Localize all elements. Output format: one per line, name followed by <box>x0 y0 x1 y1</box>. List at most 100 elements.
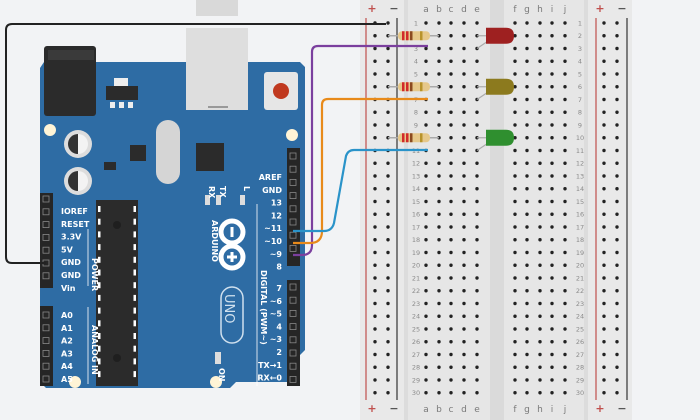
breadboard-hole[interactable] <box>550 72 554 76</box>
breadboard-hole[interactable] <box>563 314 567 318</box>
rail-hole[interactable] <box>602 250 606 255</box>
rail-hole[interactable] <box>602 148 606 153</box>
rail-hole[interactable] <box>386 238 390 242</box>
breadboard-hole[interactable] <box>513 327 517 331</box>
breadboard-hole[interactable] <box>538 161 542 165</box>
header-pin[interactable] <box>289 283 297 291</box>
breadboard-hole[interactable] <box>513 391 517 395</box>
breadboard-hole[interactable] <box>462 136 466 140</box>
breadboard-hole[interactable] <box>449 148 453 153</box>
breadboard-hole[interactable] <box>538 225 542 229</box>
digital-header-bottom[interactable] <box>287 280 300 386</box>
breadboard-hole[interactable] <box>525 123 529 127</box>
breadboard-hole[interactable] <box>538 340 542 344</box>
breadboard-hole[interactable] <box>475 238 479 242</box>
breadboard-hole[interactable] <box>449 340 453 344</box>
breadboard-hole[interactable] <box>424 276 428 280</box>
rail-hole[interactable] <box>602 289 606 293</box>
rail-hole[interactable] <box>602 85 606 89</box>
rail-hole[interactable] <box>386 365 390 369</box>
rail-hole[interactable] <box>615 187 619 191</box>
breadboard-hole[interactable] <box>449 21 453 25</box>
rail-hole[interactable] <box>386 123 390 127</box>
breadboard-hole[interactable] <box>550 212 554 216</box>
rail-hole[interactable] <box>615 199 619 204</box>
rail-hole[interactable] <box>386 161 390 165</box>
breadboard-hole[interactable] <box>538 263 542 267</box>
breadboard-hole[interactable] <box>513 34 517 38</box>
breadboard-hole[interactable] <box>563 46 567 51</box>
breadboard-hole[interactable] <box>563 97 567 102</box>
breadboard-hole[interactable] <box>513 225 517 229</box>
breadboard-hole[interactable] <box>424 238 428 242</box>
breadboard-hole[interactable] <box>525 148 529 153</box>
breadboard-hole[interactable] <box>550 161 554 165</box>
rail-hole[interactable] <box>373 340 377 344</box>
breadboard-hole[interactable] <box>449 161 453 165</box>
header-pin[interactable] <box>289 165 297 173</box>
header-pin[interactable] <box>42 272 50 280</box>
breadboard-hole[interactable] <box>449 136 453 140</box>
breadboard-hole[interactable] <box>449 391 453 395</box>
breadboard-hole[interactable] <box>538 72 542 76</box>
breadboard-hole[interactable] <box>462 391 466 395</box>
breadboard-hole[interactable] <box>424 21 428 25</box>
breadboard-hole[interactable] <box>424 174 428 178</box>
breadboard-hole[interactable] <box>550 352 554 357</box>
breadboard-hole[interactable] <box>449 378 453 382</box>
rail-hole[interactable] <box>386 59 390 63</box>
breadboard-hole[interactable] <box>475 378 479 382</box>
led-green[interactable] <box>476 129 514 151</box>
rail-hole[interactable] <box>602 174 606 178</box>
breadboard-hole[interactable] <box>437 97 441 102</box>
rail-hole[interactable] <box>602 123 606 127</box>
rail-hole[interactable] <box>373 199 377 204</box>
breadboard-hole[interactable] <box>437 110 441 114</box>
breadboard-hole[interactable] <box>437 378 441 382</box>
breadboard-hole[interactable] <box>462 365 466 369</box>
rail-hole[interactable] <box>373 59 377 63</box>
breadboard-hole[interactable] <box>513 199 517 204</box>
rail-hole[interactable] <box>615 21 619 25</box>
breadboard-hole[interactable] <box>437 263 441 267</box>
breadboard-hole[interactable] <box>475 327 479 331</box>
rail-hole[interactable] <box>373 46 377 51</box>
rail-hole[interactable] <box>615 365 619 369</box>
breadboard-hole[interactable] <box>424 314 428 318</box>
breadboard-hole[interactable] <box>513 85 517 89</box>
header-pin[interactable] <box>289 205 297 213</box>
rail-hole[interactable] <box>602 97 606 102</box>
breadboard-hole[interactable] <box>449 212 453 216</box>
breadboard-hole[interactable] <box>525 136 529 140</box>
rail-hole[interactable] <box>602 46 606 51</box>
breadboard-hole[interactable] <box>475 365 479 369</box>
breadboard-hole[interactable] <box>513 123 517 127</box>
breadboard-hole[interactable] <box>538 378 542 382</box>
breadboard-hole[interactable] <box>437 225 441 229</box>
breadboard-hole[interactable] <box>563 301 567 306</box>
breadboard-hole[interactable] <box>437 174 441 178</box>
ground-wire[interactable] <box>5 23 386 264</box>
breadboard-hole[interactable] <box>437 340 441 344</box>
header-pin[interactable] <box>289 309 297 317</box>
breadboard-hole[interactable] <box>538 97 542 102</box>
breadboard-hole[interactable] <box>462 161 466 165</box>
breadboard-hole[interactable] <box>563 72 567 76</box>
breadboard-hole[interactable] <box>424 301 428 306</box>
breadboard-hole[interactable] <box>563 110 567 114</box>
rail-hole[interactable] <box>602 301 606 306</box>
breadboard-hole[interactable] <box>462 199 466 204</box>
breadboard-hole[interactable] <box>525 59 529 63</box>
breadboard-hole[interactable] <box>462 123 466 127</box>
rail-hole[interactable] <box>615 72 619 76</box>
rail-hole[interactable] <box>615 314 619 318</box>
breadboard-hole[interactable] <box>550 46 554 51</box>
rail-hole[interactable] <box>386 199 390 204</box>
breadboard-hole[interactable] <box>538 391 542 395</box>
rail-hole[interactable] <box>373 391 377 395</box>
rail-hole[interactable] <box>602 225 606 229</box>
breadboard-hole[interactable] <box>449 301 453 306</box>
breadboard-hole[interactable] <box>449 174 453 178</box>
breadboard-hole[interactable] <box>449 46 453 51</box>
breadboard-hole[interactable] <box>513 136 517 140</box>
